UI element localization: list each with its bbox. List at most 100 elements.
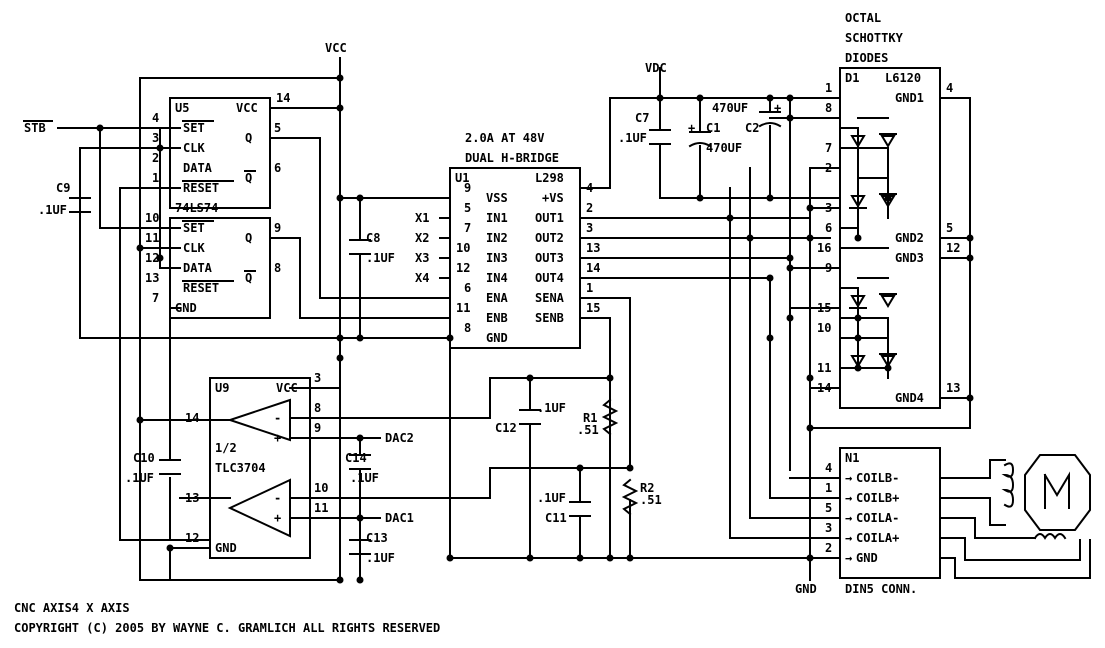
u5b-reset: RESET bbox=[183, 281, 219, 295]
junctions bbox=[96, 74, 974, 584]
u5-part: 74LS74 bbox=[175, 201, 218, 215]
c10-ref: C10 bbox=[133, 451, 155, 465]
vcc-label: VCC bbox=[325, 41, 347, 55]
c13-symbol bbox=[349, 539, 371, 555]
u1-senb: SENB bbox=[535, 311, 564, 325]
u9-pin-12: 12 bbox=[185, 531, 199, 545]
c9-val: .1UF bbox=[38, 203, 67, 217]
c1-symbol bbox=[688, 131, 712, 148]
c9-ref: C9 bbox=[56, 181, 70, 195]
u9-ref: U9 bbox=[215, 381, 229, 395]
u5a-box bbox=[169, 97, 271, 209]
d1-pin-15: 15 bbox=[817, 301, 831, 315]
vdc-label: VDC bbox=[645, 61, 667, 75]
u1-pin-7: 7 bbox=[464, 221, 471, 235]
c2-ref: C2 bbox=[745, 121, 759, 135]
u5-pin-12: 12 bbox=[145, 251, 159, 265]
n1-arrow-1: → bbox=[845, 471, 852, 485]
d1-pin-2: 2 bbox=[825, 161, 832, 175]
c7-symbol bbox=[649, 129, 671, 145]
d1-pin-11: 11 bbox=[817, 361, 831, 375]
motor bbox=[1001, 454, 1091, 540]
d1-pin-7: 7 bbox=[825, 141, 832, 155]
c1-val: 470UF bbox=[706, 141, 742, 155]
u5a-data: DATA bbox=[183, 161, 213, 175]
c14-ref: C14 bbox=[345, 451, 367, 465]
u1-pin-14: 14 bbox=[586, 261, 600, 275]
capacitors bbox=[69, 111, 782, 555]
u1-pin-15: 15 bbox=[586, 301, 600, 315]
u9-pin-14: 14 bbox=[185, 411, 199, 425]
c7-val: .1UF bbox=[618, 131, 647, 145]
x2-label: X2 bbox=[415, 231, 429, 245]
u9-pin-10: 10 bbox=[314, 481, 328, 495]
u9-plus-1: + bbox=[274, 431, 281, 445]
u1-pin-1: 1 bbox=[586, 281, 593, 295]
u5-vcc: VCC bbox=[236, 101, 258, 115]
d1-pin-14: 14 bbox=[817, 381, 831, 395]
u1-pin-6: 6 bbox=[464, 281, 471, 295]
u5b-data: DATA bbox=[183, 261, 213, 275]
n1-arrow-3: → bbox=[845, 511, 852, 525]
c14-symbol bbox=[349, 454, 371, 470]
u5-pin-5: 5 bbox=[274, 121, 281, 135]
u9-pin-13: 13 bbox=[185, 491, 199, 505]
d1-pin-10: 10 bbox=[817, 321, 831, 335]
u5a-set: SET bbox=[183, 121, 205, 135]
u1-box bbox=[449, 167, 581, 349]
u1-part: L298 bbox=[535, 171, 564, 185]
c8-symbol bbox=[349, 239, 371, 255]
d1-pin-16: 16 bbox=[817, 241, 831, 255]
u1-vss: VSS bbox=[486, 191, 508, 205]
n1-arrow-4: → bbox=[845, 531, 852, 545]
c2-plus: + bbox=[774, 101, 781, 115]
comparator-2 bbox=[227, 478, 291, 538]
n1-arrow-2: → bbox=[845, 491, 852, 505]
comparators bbox=[226, 398, 291, 538]
n1-coilb-minus: COILB- bbox=[856, 471, 899, 485]
dac2-label: DAC2 bbox=[385, 431, 414, 445]
c9-symbol bbox=[69, 197, 91, 213]
gnd-label: GND bbox=[795, 582, 817, 596]
u5-pin-14: 14 bbox=[276, 91, 290, 105]
d1-pin-1: 1 bbox=[825, 81, 832, 95]
copyright-text: COPYRIGHT (C) 2005 BY WAYNE C. GRAMLICH … bbox=[14, 621, 440, 635]
d1-gnd4: GND4 bbox=[895, 391, 924, 405]
c12-val: .1UF bbox=[537, 401, 566, 415]
n1-part: DIN5 CONN. bbox=[845, 582, 917, 596]
r1-ref: R1 bbox=[583, 411, 597, 425]
c12-symbol bbox=[519, 409, 541, 425]
c11-val: .1UF bbox=[537, 491, 566, 505]
r2-val: .51 bbox=[640, 493, 662, 507]
r2-ref: R2 bbox=[640, 481, 654, 495]
header-line2: SCHOTTKY bbox=[845, 31, 904, 45]
u9-pin-3: 3 bbox=[314, 371, 321, 385]
c12-ref: C12 bbox=[495, 421, 517, 435]
d1-gnd3: GND3 bbox=[895, 251, 924, 265]
u5-pin-4: 4 bbox=[152, 111, 159, 125]
u5a-reset: RESET bbox=[183, 181, 219, 195]
u1-pin-2: 2 bbox=[586, 201, 593, 215]
d1-pin-12: 12 bbox=[946, 241, 960, 255]
u1-in4: IN4 bbox=[486, 271, 508, 285]
u1-pin-3: 3 bbox=[586, 221, 593, 235]
u1-ena: ENA bbox=[486, 291, 508, 305]
u5b-set: SET bbox=[183, 221, 205, 235]
d1-part: L6120 bbox=[885, 71, 921, 85]
u1-title1: 2.0A AT 48V bbox=[465, 131, 544, 145]
u1-enb: ENB bbox=[486, 311, 508, 325]
c1-plus: + bbox=[688, 121, 695, 135]
u5-pin-7: 7 bbox=[152, 291, 159, 305]
u9-half: 1/2 bbox=[215, 441, 237, 455]
comparator-1 bbox=[226, 398, 291, 442]
d1-pin-8: 8 bbox=[825, 101, 832, 115]
header-line1: OCTAL bbox=[845, 11, 881, 25]
d1-ref: D1 bbox=[845, 71, 859, 85]
r1-symbol bbox=[601, 398, 619, 436]
u5b-box bbox=[169, 217, 271, 319]
u9-minus-1: - bbox=[274, 411, 281, 425]
u1-in1: IN1 bbox=[486, 211, 508, 225]
u9-vcc: VCC bbox=[276, 381, 298, 395]
c13-val: .1UF bbox=[366, 551, 395, 565]
u1-pin-9: 9 bbox=[464, 181, 471, 195]
